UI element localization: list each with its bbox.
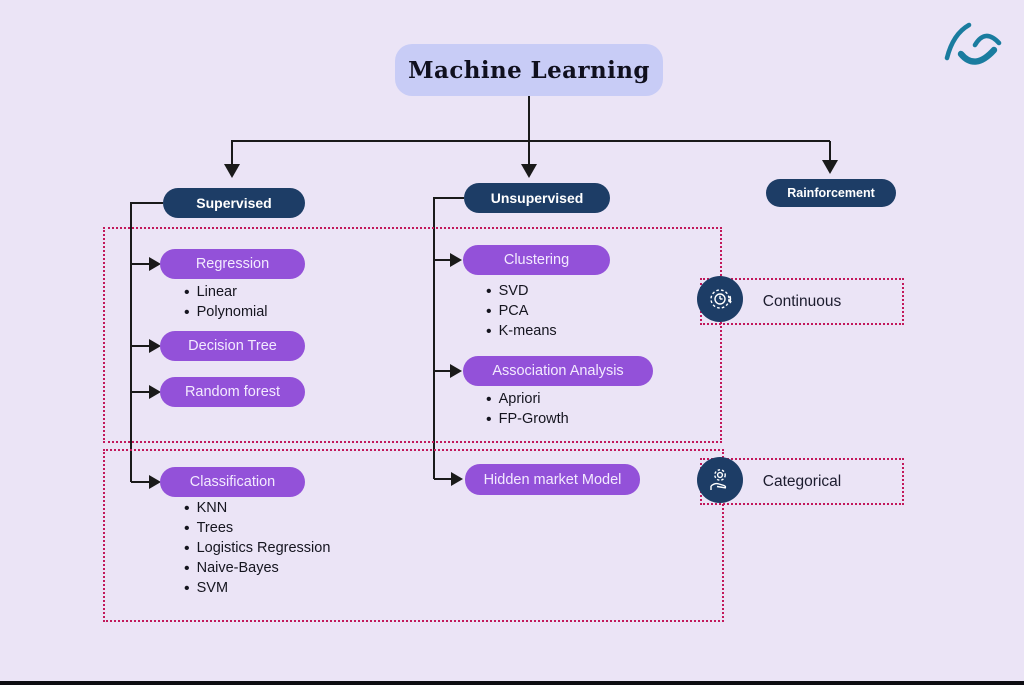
list-item: Linear [184,282,268,302]
list-item: Naive-Bayes [184,558,330,578]
classification-items: KNN Trees Logistics Regression Naive-Bay… [184,498,331,598]
node-classification: Classification [160,467,305,497]
list-item: SVM [184,578,330,598]
categorical-badge [697,457,743,503]
node-regression: Regression [160,249,305,279]
list-item: Apriori [486,389,569,409]
bottom-edge-bar [0,681,1024,685]
clustering-items: SVD PCA K-means [486,281,557,341]
node-supervised: Supervised [163,188,305,218]
node-decision-tree: Decision Tree [160,331,305,361]
node-unsupervised: Unsupervised [464,183,610,213]
list-item: SVD [486,281,557,301]
list-item: PCA [486,301,557,321]
list-item: K-means [486,321,557,341]
list-item: FP-Growth [486,409,569,429]
list-item: Logistics Regression [184,538,331,558]
brand-logo [944,22,1002,65]
categorical-group-outline [103,449,724,622]
regression-items: Linear Polynomial [184,282,268,322]
categorical-label: Categorical [762,472,842,490]
continuous-label: Continuous [762,292,842,310]
list-item: Trees [184,518,330,538]
node-random-forest: Random forest [160,377,305,407]
page-title: Machine Learning [395,44,663,96]
continuous-group-outline [103,227,722,443]
node-clustering: Clustering [463,245,610,275]
list-item: KNN [184,498,330,518]
node-rainforcement: Rainforcement [766,179,896,207]
list-item: Polynomial [184,302,268,322]
node-hidden-market-model: Hidden market Model [465,464,640,495]
continuous-badge [697,276,743,322]
node-association-analysis: Association Analysis [463,356,653,386]
association-items: Apriori FP-Growth [486,389,569,429]
hand-gear-icon [710,469,727,490]
gear-process-icon [710,289,732,309]
